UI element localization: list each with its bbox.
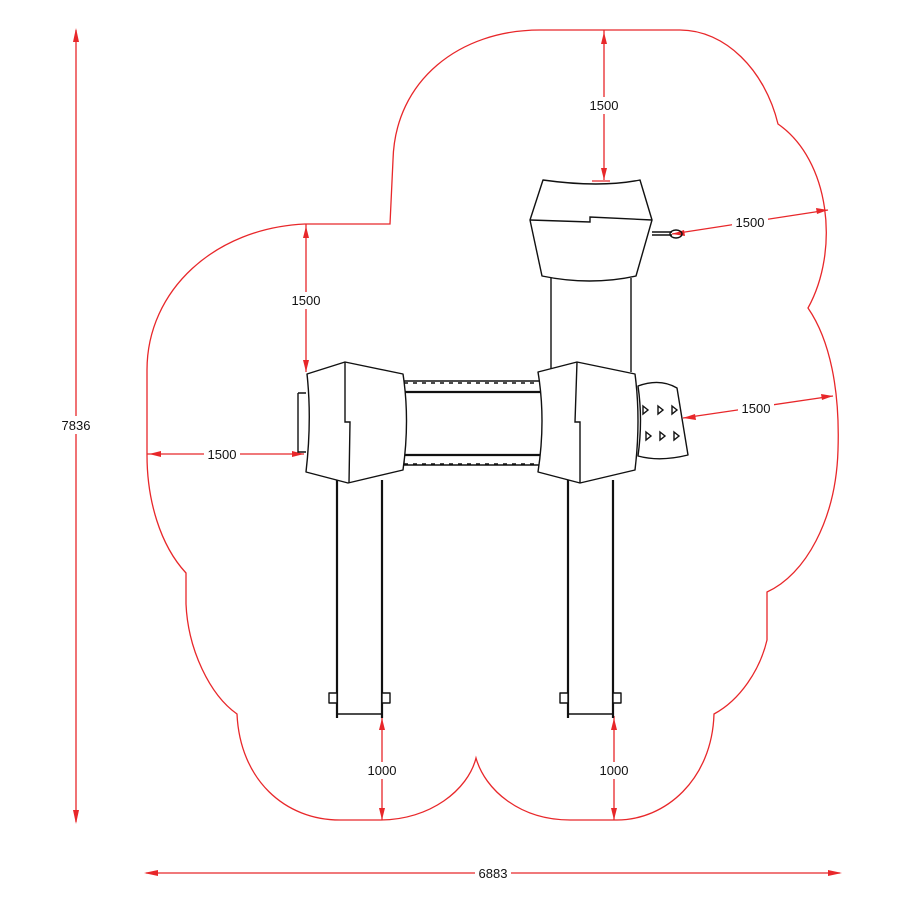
climbing-holds (642, 404, 681, 442)
right-slide (559, 480, 622, 718)
safety-zone-boundary (146, 29, 839, 821)
dim-right-side-label: 1500 (742, 401, 771, 416)
dim-bottom-left-label: 1000 (368, 763, 397, 778)
dim-left-side-label: 1500 (208, 447, 237, 462)
dim-bottom-right-label: 1000 (600, 763, 629, 778)
climbing-wall-panel (637, 381, 689, 460)
bridge (403, 380, 545, 466)
left-platform (297, 361, 408, 484)
dim-top-label: 1500 (590, 98, 619, 113)
left-slide (328, 480, 391, 718)
dim-left-upper-label: 1500 (292, 293, 321, 308)
tower-column (550, 278, 632, 372)
overall-width-label: 6883 (479, 866, 508, 881)
right-platform (537, 361, 639, 484)
tower-roof (529, 179, 683, 282)
overall-height-label: 7836 (62, 418, 91, 433)
dim-right-upper-label: 1500 (736, 215, 765, 230)
